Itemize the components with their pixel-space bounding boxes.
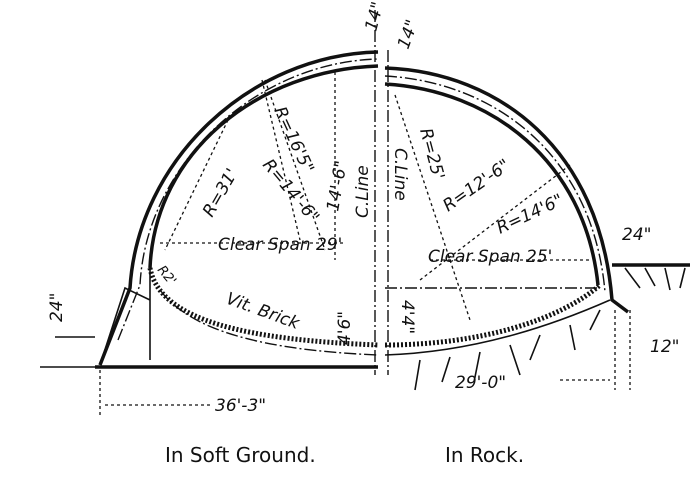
label-r-14-6-right: R=14'6" <box>494 190 567 238</box>
right-arch-centerline <box>384 75 606 293</box>
label-cline-right: C.Line <box>390 148 410 201</box>
right-ground-hatch <box>414 267 686 391</box>
right-invert-brick <box>384 283 602 348</box>
right-section-rock <box>384 50 690 391</box>
label-r-12-6: R=12'-6" <box>439 155 514 216</box>
right-arch-inner <box>384 82 600 286</box>
label-wall-right: 24" <box>622 225 651 245</box>
label-span-left: Clear Span 29' <box>218 235 342 255</box>
left-arch-outer <box>98 50 379 366</box>
label-cline-left: C.Line <box>353 165 373 218</box>
caption-rock: In Rock. <box>445 443 524 467</box>
label-invert-right: 4'4" <box>397 300 417 334</box>
left-footing-dim <box>40 336 95 368</box>
label-width-left: 36'-3" <box>215 396 266 416</box>
right-radius-lines <box>394 94 590 321</box>
label-r-25: R=25' <box>415 126 448 182</box>
left-invert-brick <box>147 267 379 348</box>
left-arch-inner <box>148 64 379 269</box>
left-radius-lines <box>160 72 345 260</box>
left-footing <box>99 268 151 366</box>
left-invert-line <box>159 289 379 356</box>
right-dim-width <box>560 310 631 390</box>
right-arch-outer <box>384 66 630 314</box>
label-span-right: Clear Span 25' <box>428 247 552 267</box>
left-section-soft-ground <box>40 10 379 415</box>
label-rise-left: 14'-6" <box>323 159 352 213</box>
label-width-right: 29'-0" <box>455 373 506 393</box>
label-crown-right: 14" <box>394 17 423 52</box>
caption-soft-ground: In Soft Ground. <box>165 443 316 467</box>
label-invert-left: 4'6" <box>335 311 355 345</box>
label-footing-right: 12" <box>650 337 679 357</box>
dimension-labels: 14" 14" R=16'5" 14'-6" C.Line C.Line R=2… <box>47 0 679 416</box>
label-vit-brick: Vit. Brick <box>223 289 303 334</box>
left-dim-width <box>99 370 210 415</box>
label-crown-left: 14" <box>362 0 389 33</box>
right-invert-ground <box>384 299 611 356</box>
label-r-31: R=31' <box>199 165 243 220</box>
label-footing-left: 24" <box>47 293 67 322</box>
label-r-2: R2' <box>154 263 179 289</box>
